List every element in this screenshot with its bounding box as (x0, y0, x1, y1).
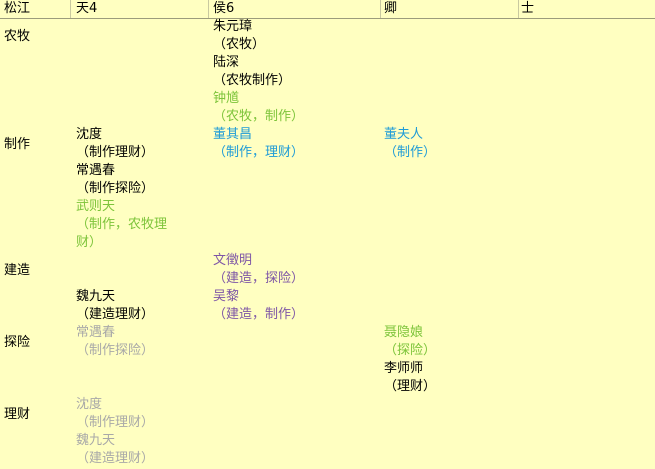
person-entry: 李师师 （理财） (384, 361, 437, 394)
person-entry: 沈度 （制作理财） (76, 397, 155, 430)
column-divider (380, 0, 381, 18)
row-label-crafting: 制作 (4, 137, 31, 152)
row-label-finance: 理财 (4, 407, 31, 422)
header-cell-qing: 卿 (384, 1, 398, 16)
person-entry: 吴黎 （建造，制作） (213, 289, 305, 322)
header-divider (0, 18, 655, 19)
header-cell-tian: 天4 (76, 1, 98, 16)
person-entry: 魏九天 （建造理财） (76, 289, 155, 322)
row-label-farming: 农牧 (4, 29, 31, 44)
column-divider (208, 0, 209, 18)
column-divider (70, 0, 71, 18)
person-entry: 魏九天 （建造理财） (76, 433, 155, 466)
person-entry: 朱元璋 （农牧） (213, 19, 266, 52)
row-label-building: 建造 (4, 263, 31, 278)
person-entry: 陆深 （农牧制作） (213, 55, 292, 88)
person-entry: 武则天 （制作，农牧理 财） (76, 199, 168, 250)
header-cell-region: 松江 (4, 1, 31, 16)
row-label-exploring: 探险 (4, 335, 31, 350)
header-cell-shi: 士 (521, 1, 535, 16)
person-entry: 常遇春 （制作探险） (76, 325, 155, 358)
person-entry: 董其昌 （制作，理财） (213, 127, 305, 160)
column-divider (518, 0, 519, 18)
person-entry: 沈度 （制作理财） (76, 127, 155, 160)
person-entry: 聂隐娘 （探险） (384, 325, 437, 358)
person-entry: 钟馗 （农牧，制作） (213, 91, 305, 124)
person-entry: 董夫人 （制作） (384, 127, 437, 160)
header-cell-hou: 侯6 (213, 1, 235, 16)
person-entry: 常遇春 （制作探险） (76, 163, 155, 196)
person-entry: 文徵明 （建造，探险） (213, 253, 305, 286)
